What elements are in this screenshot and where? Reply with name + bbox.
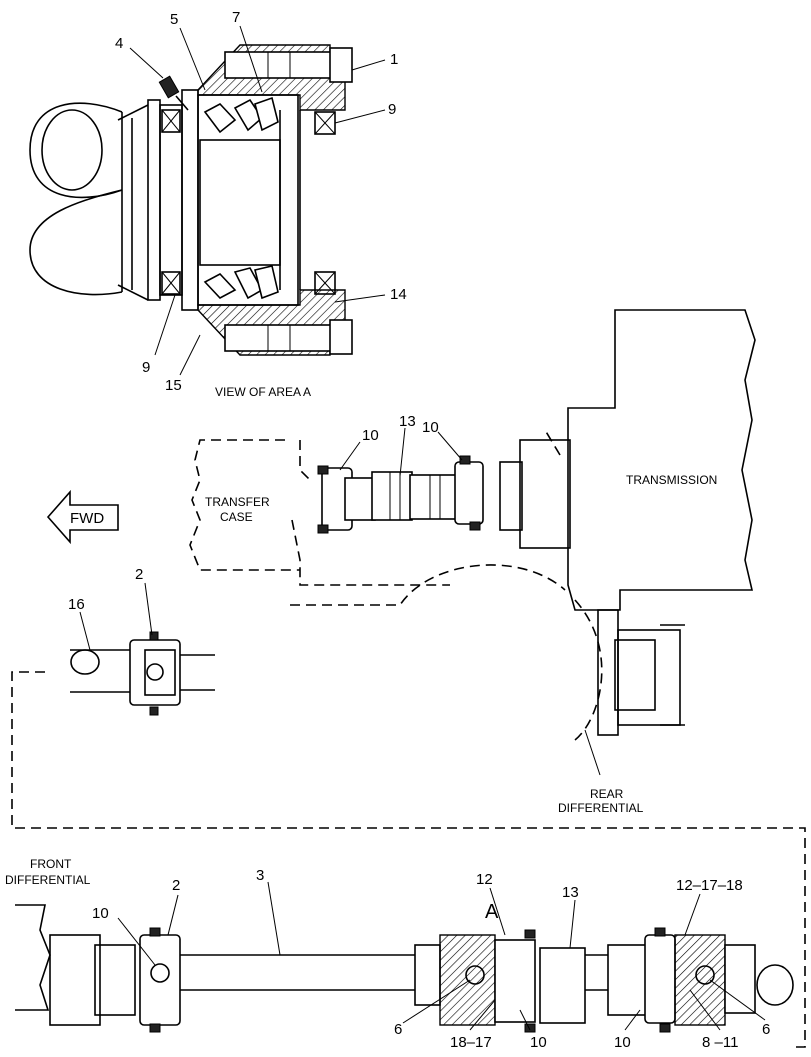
short-drive-shaft	[317, 455, 484, 534]
transfer-case-outline	[189, 429, 566, 606]
callout-10-mid-left: 10	[362, 427, 379, 444]
rear-differential	[574, 599, 685, 741]
callout-7: 7	[232, 9, 240, 26]
callout-6-right: 6	[762, 1021, 770, 1038]
callout-10-lower-right: 10	[614, 1034, 631, 1051]
callout-15: 15	[165, 377, 182, 394]
main-drive-shaft	[139, 927, 794, 1033]
fwd-arrow	[46, 489, 119, 545]
callout-13-mid: 13	[399, 413, 416, 430]
fwd-label: FWD	[70, 510, 104, 527]
callout-4: 4	[115, 35, 123, 52]
callout-8-11: 8 –11	[702, 1034, 738, 1051]
callout-10-lower-left: 10	[92, 905, 109, 922]
view-connector-line	[11, 671, 806, 1048]
callout-12: 12	[476, 871, 493, 888]
bottom-leaders	[117, 881, 766, 1031]
front-output-yoke	[70, 631, 215, 716]
rear-differential-label-2: DIFFERENTIAL	[558, 801, 644, 815]
rear-differential-label-1: REAR	[590, 787, 624, 801]
callout-5: 5	[170, 11, 178, 28]
detail-leaders	[129, 25, 386, 376]
callout-16: 16	[68, 596, 85, 613]
callout-1: 1	[390, 51, 398, 68]
area-a-detail-view	[29, 44, 353, 356]
callout-10-mid-right: 10	[422, 419, 439, 436]
area-a-marker: A	[485, 901, 499, 923]
transfer-case-label-1: TRANSFER	[205, 495, 270, 509]
callout-18-17: 18–17	[450, 1034, 492, 1051]
transmission-label: TRANSMISSION	[626, 473, 717, 487]
callout-10-lower-mid: 10	[530, 1034, 547, 1051]
front-differential-label-1: FRONT	[30, 857, 72, 871]
callout-2-lower: 2	[172, 877, 180, 894]
callout-6-left: 6	[394, 1021, 402, 1038]
callout-3: 3	[256, 867, 264, 884]
transmission-housing	[499, 309, 756, 611]
transfer-case-label-2: CASE	[220, 510, 253, 524]
callout-12-17-18: 12–17–18	[676, 877, 743, 894]
callout-2-upper: 2	[135, 566, 143, 583]
callout-9-top: 9	[388, 101, 396, 118]
view-of-area-a-caption: VIEW OF AREA A	[215, 385, 311, 399]
callout-13-lower: 13	[562, 884, 579, 901]
callout-9-bottom: 9	[142, 359, 150, 376]
front-differential	[15, 904, 136, 1026]
callout-14: 14	[390, 286, 407, 303]
front-differential-label-2: DIFFERENTIAL	[5, 873, 91, 887]
